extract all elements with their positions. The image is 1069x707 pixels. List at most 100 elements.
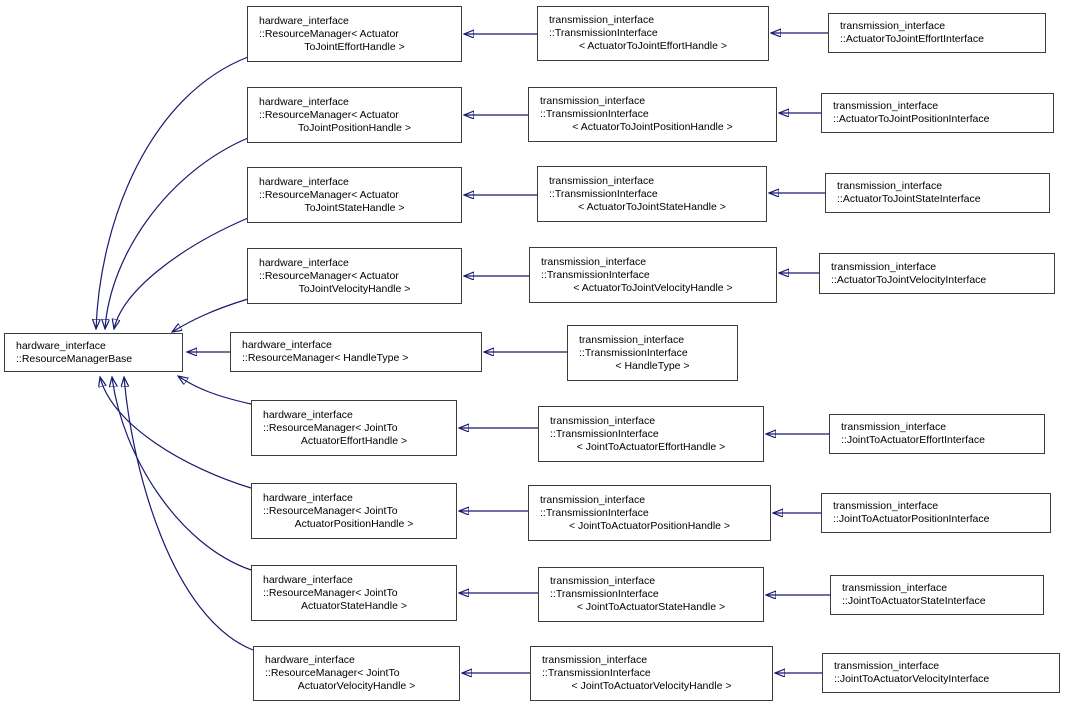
class-node-transmission-interface-joint-to-actuator-effort-handle[interactable]: transmission_interface ::TransmissionInt… <box>538 406 764 462</box>
class-node-resource-manager-actuator-to-joint-effort-handle[interactable]: hardware_interface ::ResourceManager< Ac… <box>247 6 462 62</box>
class-label-line: ::TransmissionInterface <box>541 268 650 281</box>
class-node-transmission-interface-joint-to-actuator-velocity-handle[interactable]: transmission_interface ::TransmissionInt… <box>530 646 773 701</box>
class-label-line: ActuatorVelocityHandle > <box>297 680 416 692</box>
class-label-line: transmission_interface <box>833 100 939 112</box>
class-label-line: ::JointToActuatorEffortInterface <box>841 434 985 446</box>
edge-rm-joint-effort-to-base <box>178 376 252 405</box>
class-node-joint-to-actuator-position-interface[interactable]: transmission_interface ::JointToActuator… <box>821 493 1051 533</box>
class-label-line: transmission_interface <box>541 255 647 268</box>
class-label-line: ::JointToActuatorStateInterface <box>842 595 986 607</box>
class-label-line: < JointToActuatorEffortHandle > <box>576 440 726 453</box>
class-label-line: ActuatorPositionHandle > <box>294 517 414 530</box>
class-node-joint-to-actuator-velocity-interface[interactable]: transmission_interface ::JointToActuator… <box>822 653 1060 693</box>
edge-rm-actuator-position-to-base <box>105 137 249 329</box>
class-label-line: transmission_interface <box>837 180 943 192</box>
class-label-line: < ActuatorToJointPositionHandle > <box>572 121 733 133</box>
class-node-resource-manager-joint-to-actuator-effort-handle[interactable]: hardware_interface ::ResourceManager< Jo… <box>251 400 457 456</box>
class-label-line: transmission_interface <box>550 414 656 427</box>
class-label-line: ::TransmissionInterface <box>549 27 658 39</box>
class-label-line: ::TransmissionInterface <box>549 187 658 200</box>
class-label-line: hardware_interface <box>242 339 332 351</box>
class-label-line: hardware_interface <box>259 256 349 269</box>
edge-rm-joint-velocity-to-base <box>124 377 254 651</box>
class-node-resource-manager-base[interactable]: hardware_interface ::ResourceManagerBase <box>4 333 183 372</box>
class-label-line: ToJointStateHandle > <box>304 201 405 214</box>
class-label-line: transmission_interface <box>840 20 946 32</box>
class-node-resource-manager-joint-to-actuator-velocity-handle[interactable]: hardware_interface ::ResourceManager< Jo… <box>253 646 460 701</box>
class-label-line: ::ResourceManager< JointTo <box>265 667 400 679</box>
class-label-line: ::JointToActuatorPositionInterface <box>833 513 990 525</box>
class-label-line: transmission_interface <box>842 582 948 594</box>
class-node-transmission-interface-joint-to-actuator-position-handle[interactable]: transmission_interface ::TransmissionInt… <box>528 485 771 541</box>
class-label-line: transmission_interface <box>831 260 937 273</box>
class-node-transmission-interface-handle-type[interactable]: transmission_interface ::TransmissionInt… <box>567 325 738 381</box>
class-label-line: ::TransmissionInterface <box>540 506 649 519</box>
edge-rm-joint-state-to-base <box>112 377 252 571</box>
class-label-line: ToJointVelocityHandle > <box>298 282 411 295</box>
class-label-line: ToJointPositionHandle > <box>298 121 411 134</box>
class-label-line: < ActuatorToJointStateHandle > <box>578 200 726 213</box>
edge-rm-actuator-state-to-base <box>114 217 249 329</box>
class-node-actuator-to-joint-effort-interface[interactable]: transmission_interface ::ActuatorToJoint… <box>828 13 1046 53</box>
class-label-line: hardware_interface <box>263 573 353 586</box>
class-node-transmission-interface-actuator-to-joint-state-handle[interactable]: transmission_interface ::TransmissionInt… <box>537 166 767 222</box>
class-label-line: < ActuatorToJointVelocityHandle > <box>573 281 733 294</box>
class-node-actuator-to-joint-velocity-interface[interactable]: transmission_interface ::ActuatorToJoint… <box>819 253 1055 294</box>
class-label-line: transmission_interface <box>841 421 947 433</box>
class-label-line: ToJointEffortHandle > <box>304 40 405 53</box>
class-node-actuator-to-joint-position-interface[interactable]: transmission_interface ::ActuatorToJoint… <box>821 93 1054 133</box>
class-label-line: transmission_interface <box>540 95 646 107</box>
class-label-line: hardware_interface <box>16 339 106 352</box>
class-label-line: transmission_interface <box>549 14 655 26</box>
class-label-line: ::ResourceManager< Actuator <box>259 188 399 201</box>
class-node-actuator-to-joint-state-interface[interactable]: transmission_interface ::ActuatorToJoint… <box>825 173 1050 213</box>
class-label-line: ::TransmissionInterface <box>579 346 688 359</box>
class-node-resource-manager-joint-to-actuator-state-handle[interactable]: hardware_interface ::ResourceManager< Jo… <box>251 565 457 621</box>
class-label-line: ::ResourceManager< JointTo <box>263 504 398 517</box>
class-label-line: < JointToActuatorVelocityHandle > <box>571 680 732 692</box>
class-label-line: transmission_interface <box>833 500 939 512</box>
class-label-line: hardware_interface <box>259 175 349 188</box>
class-label-line: hardware_interface <box>263 491 353 504</box>
class-node-resource-manager-actuator-to-joint-state-handle[interactable]: hardware_interface ::ResourceManager< Ac… <box>247 167 462 223</box>
class-label-line: ::ActuatorToJointPositionInterface <box>833 113 990 125</box>
class-node-transmission-interface-actuator-to-joint-velocity-handle[interactable]: transmission_interface ::TransmissionInt… <box>529 247 777 303</box>
class-label-line: < JointToActuatorStateHandle > <box>576 601 726 613</box>
class-label-line: ::ResourceManagerBase <box>16 352 133 365</box>
class-label-line: ::ResourceManager< HandleType > <box>242 352 409 364</box>
class-node-resource-manager-joint-to-actuator-position-handle[interactable]: hardware_interface ::ResourceManager< Jo… <box>251 483 457 539</box>
edge-rm-actuator-velocity-to-base <box>172 298 249 332</box>
class-label-line: < JointToActuatorPositionHandle > <box>568 519 731 532</box>
class-label-line: hardware_interface <box>263 408 353 421</box>
class-label-line: < ActuatorToJointEffortHandle > <box>578 40 728 52</box>
class-label-line: hardware_interface <box>259 95 349 108</box>
class-label-line: transmission_interface <box>540 493 646 506</box>
class-label-line: ::ResourceManager< Actuator <box>259 269 399 282</box>
class-node-resource-manager-handle-type[interactable]: hardware_interface ::ResourceManager< Ha… <box>230 332 482 372</box>
class-node-transmission-interface-actuator-to-joint-position-handle[interactable]: transmission_interface ::TransmissionInt… <box>528 87 777 142</box>
class-label-line: transmission_interface <box>542 654 648 666</box>
class-label-line: ::ActuatorToJointStateInterface <box>837 193 981 205</box>
class-label-line: ::ResourceManager< Actuator <box>259 108 399 121</box>
class-label-line: ::ActuatorToJointEffortInterface <box>840 33 984 45</box>
class-node-transmission-interface-actuator-to-joint-effort-handle[interactable]: transmission_interface ::TransmissionInt… <box>537 6 769 61</box>
class-label-line: hardware_interface <box>259 14 349 27</box>
class-label-line: ActuatorEffortHandle > <box>300 434 408 447</box>
class-label-line: ::TransmissionInterface <box>550 588 659 600</box>
class-label-line: transmission_interface <box>550 575 656 587</box>
class-label-line: ::ResourceManager< Actuator <box>259 27 399 40</box>
class-node-resource-manager-actuator-to-joint-position-handle[interactable]: hardware_interface ::ResourceManager< Ac… <box>247 87 462 143</box>
edge-rm-joint-position-to-base <box>100 377 252 489</box>
class-label-line: ::TransmissionInterface <box>540 108 649 120</box>
class-label-line: transmission_interface <box>579 333 685 346</box>
class-node-joint-to-actuator-state-interface[interactable]: transmission_interface ::JointToActuator… <box>830 575 1044 615</box>
class-node-transmission-interface-joint-to-actuator-state-handle[interactable]: transmission_interface ::TransmissionInt… <box>538 567 764 622</box>
class-label-line: ::ResourceManager< JointTo <box>263 586 398 599</box>
class-label-line: transmission_interface <box>834 660 940 672</box>
class-label-line: ::ActuatorToJointVelocityInterface <box>831 273 987 286</box>
class-label-line: ::JointToActuatorVelocityInterface <box>834 673 990 685</box>
class-node-joint-to-actuator-effort-interface[interactable]: transmission_interface ::JointToActuator… <box>829 414 1045 454</box>
class-node-resource-manager-actuator-to-joint-velocity-handle[interactable]: hardware_interface ::ResourceManager< Ac… <box>247 248 462 304</box>
